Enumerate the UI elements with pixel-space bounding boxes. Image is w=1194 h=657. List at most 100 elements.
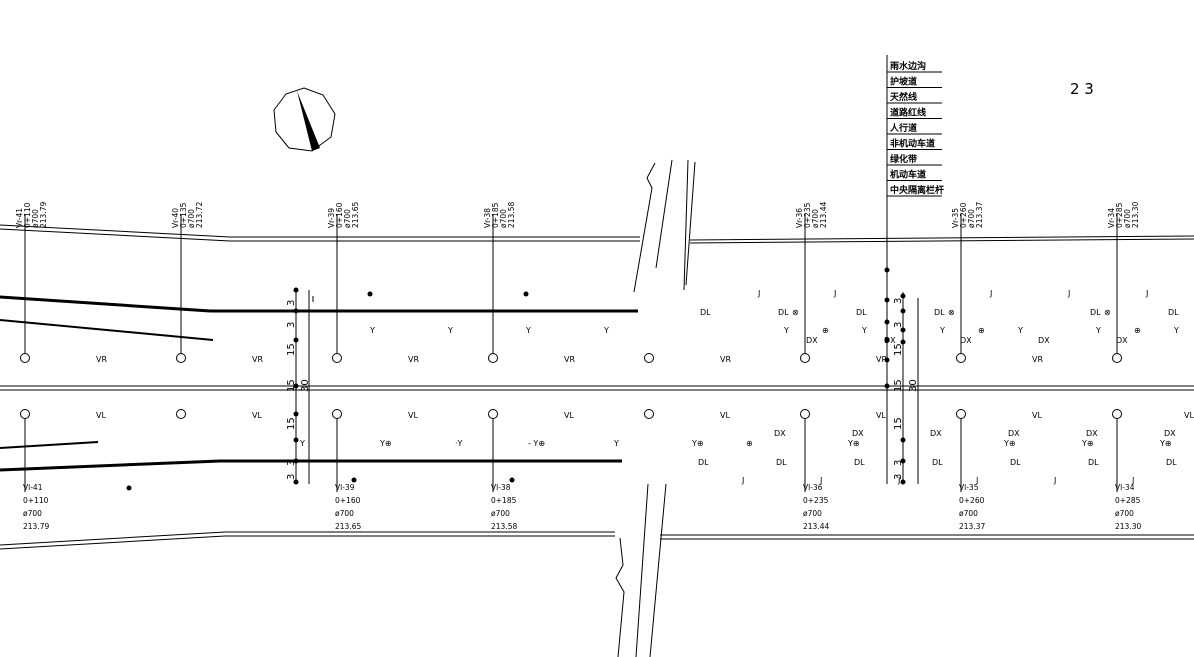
dimension-label: 30 bbox=[300, 379, 311, 392]
lane-label-vr: VR bbox=[96, 355, 107, 364]
dimension-chain-right bbox=[886, 240, 919, 484]
dimension-label: 3 bbox=[286, 474, 297, 480]
crossed-circle-icon: ⊗ bbox=[948, 308, 955, 317]
well-label: 0+160 bbox=[335, 496, 361, 505]
well-label: Vr-34 bbox=[1107, 208, 1116, 228]
row-label-j: J bbox=[1145, 289, 1148, 298]
well-label: ø700 bbox=[803, 509, 822, 518]
marker-dot bbox=[293, 458, 299, 464]
well-label: ø700 bbox=[335, 509, 354, 518]
plus-circle-icon: ⊕ bbox=[978, 326, 985, 335]
well-label: 0+260 bbox=[959, 496, 985, 505]
road-edges bbox=[0, 224, 1194, 550]
well-label: 0+110 bbox=[23, 496, 49, 505]
well-label: Vl-36 bbox=[803, 483, 823, 492]
legend-item: 护坡道 bbox=[890, 76, 917, 88]
row-label-j: J bbox=[1131, 476, 1134, 485]
row-label-j: J bbox=[833, 289, 836, 298]
plus-circle-icon: ⊕ bbox=[1134, 326, 1141, 335]
row-label-y-plain: Y bbox=[299, 439, 305, 448]
dimension-label: 30 bbox=[908, 379, 919, 392]
lane-label-vr: VR bbox=[408, 355, 419, 364]
well-label: 0+135 bbox=[179, 202, 188, 228]
marker-dot bbox=[351, 477, 357, 483]
well-label: Vr-38 bbox=[483, 208, 492, 228]
well-label: ø700 bbox=[811, 209, 820, 228]
row-label-y: Y bbox=[369, 326, 375, 335]
marker-dot bbox=[367, 291, 373, 297]
row-label-y-marked: Y⊕ bbox=[847, 439, 860, 448]
marker-dot bbox=[900, 479, 906, 485]
well-label: 213.79 bbox=[39, 202, 48, 228]
dimension-label: 3 bbox=[286, 322, 297, 328]
well-label: ø700 bbox=[23, 509, 42, 518]
marker-dot bbox=[884, 337, 890, 343]
row-label-dl: DL bbox=[932, 458, 943, 467]
plus-circle-icon: ⊕ bbox=[746, 439, 753, 448]
well-label: ø700 bbox=[343, 209, 352, 228]
well-label: 213.44 bbox=[803, 522, 829, 531]
dimension-label: 15 bbox=[286, 343, 297, 356]
well-label: ø700 bbox=[967, 209, 976, 228]
marker-dot bbox=[884, 383, 890, 389]
north-arrow-icon bbox=[273, 87, 336, 152]
marker-dot bbox=[509, 477, 515, 483]
well-label: Vr-40 bbox=[171, 208, 180, 228]
row-label-y: Y bbox=[1017, 326, 1023, 335]
marker-dot bbox=[293, 411, 299, 417]
row-label-dl: DL bbox=[854, 458, 865, 467]
marker-dot bbox=[900, 458, 906, 464]
marker-dot bbox=[293, 287, 299, 293]
marker-dot bbox=[126, 485, 132, 491]
well-label: 213.30 bbox=[1115, 522, 1141, 531]
lane-label-vr: VR bbox=[564, 355, 575, 364]
row-label-dl: DL bbox=[1090, 308, 1101, 317]
legend-item: 非机动车道 bbox=[890, 138, 935, 150]
row-label-y-marked: Y⊕ bbox=[691, 439, 704, 448]
well-label: 213.72 bbox=[195, 202, 204, 228]
row-label-dx: DX bbox=[806, 336, 818, 345]
row-label-y: Y bbox=[1173, 326, 1179, 335]
row-label-y: Y bbox=[783, 326, 789, 335]
row-label-dx: DX bbox=[960, 336, 972, 345]
marker-dot bbox=[884, 319, 890, 325]
row-label-y-marked: Y⊕ bbox=[1159, 439, 1172, 448]
marker-dot bbox=[884, 297, 890, 303]
break-lines bbox=[615, 159, 696, 657]
row-label-dl: DL bbox=[1010, 458, 1021, 467]
row-label-dl: DL bbox=[1088, 458, 1099, 467]
well-label: Vr-41 bbox=[15, 208, 24, 228]
marker-dot bbox=[293, 383, 299, 389]
well-label: 213.44 bbox=[819, 202, 828, 228]
crossed-circle-icon: ⊗ bbox=[1104, 308, 1111, 317]
well-label: 213.30 bbox=[1131, 202, 1140, 228]
lane-label-vl: VL bbox=[408, 411, 418, 420]
row-label-dl: DL bbox=[1166, 458, 1177, 467]
row-label-j: J bbox=[819, 476, 822, 485]
well-label: 0+285 bbox=[1115, 202, 1124, 228]
dimension-label: 3 bbox=[893, 322, 904, 328]
well-label: 213.58 bbox=[491, 522, 517, 531]
well-label: 213.65 bbox=[351, 202, 360, 228]
dimension-label: 15 bbox=[893, 379, 904, 392]
row-label-dl: DL bbox=[698, 458, 709, 467]
marker-dot bbox=[900, 293, 906, 299]
dimension-label: 15 bbox=[893, 343, 904, 356]
well-label: Vl-41 bbox=[23, 483, 43, 492]
row-label-dl: DL bbox=[778, 308, 789, 317]
lane-label-vl: VL bbox=[720, 411, 730, 420]
well-label: ø700 bbox=[499, 209, 508, 228]
well-label: 213.79 bbox=[23, 522, 49, 531]
well-label: ø700 bbox=[31, 209, 40, 228]
well-label: 0+185 bbox=[491, 202, 500, 228]
row-label-dx: DX bbox=[1008, 429, 1020, 438]
legend-item: 机动车道 bbox=[890, 169, 926, 181]
row-label-j: J bbox=[757, 289, 760, 298]
lane-label-vl: VL bbox=[252, 411, 262, 420]
row-label-dx: DX bbox=[1038, 336, 1050, 345]
row-label-j: J bbox=[897, 476, 900, 485]
